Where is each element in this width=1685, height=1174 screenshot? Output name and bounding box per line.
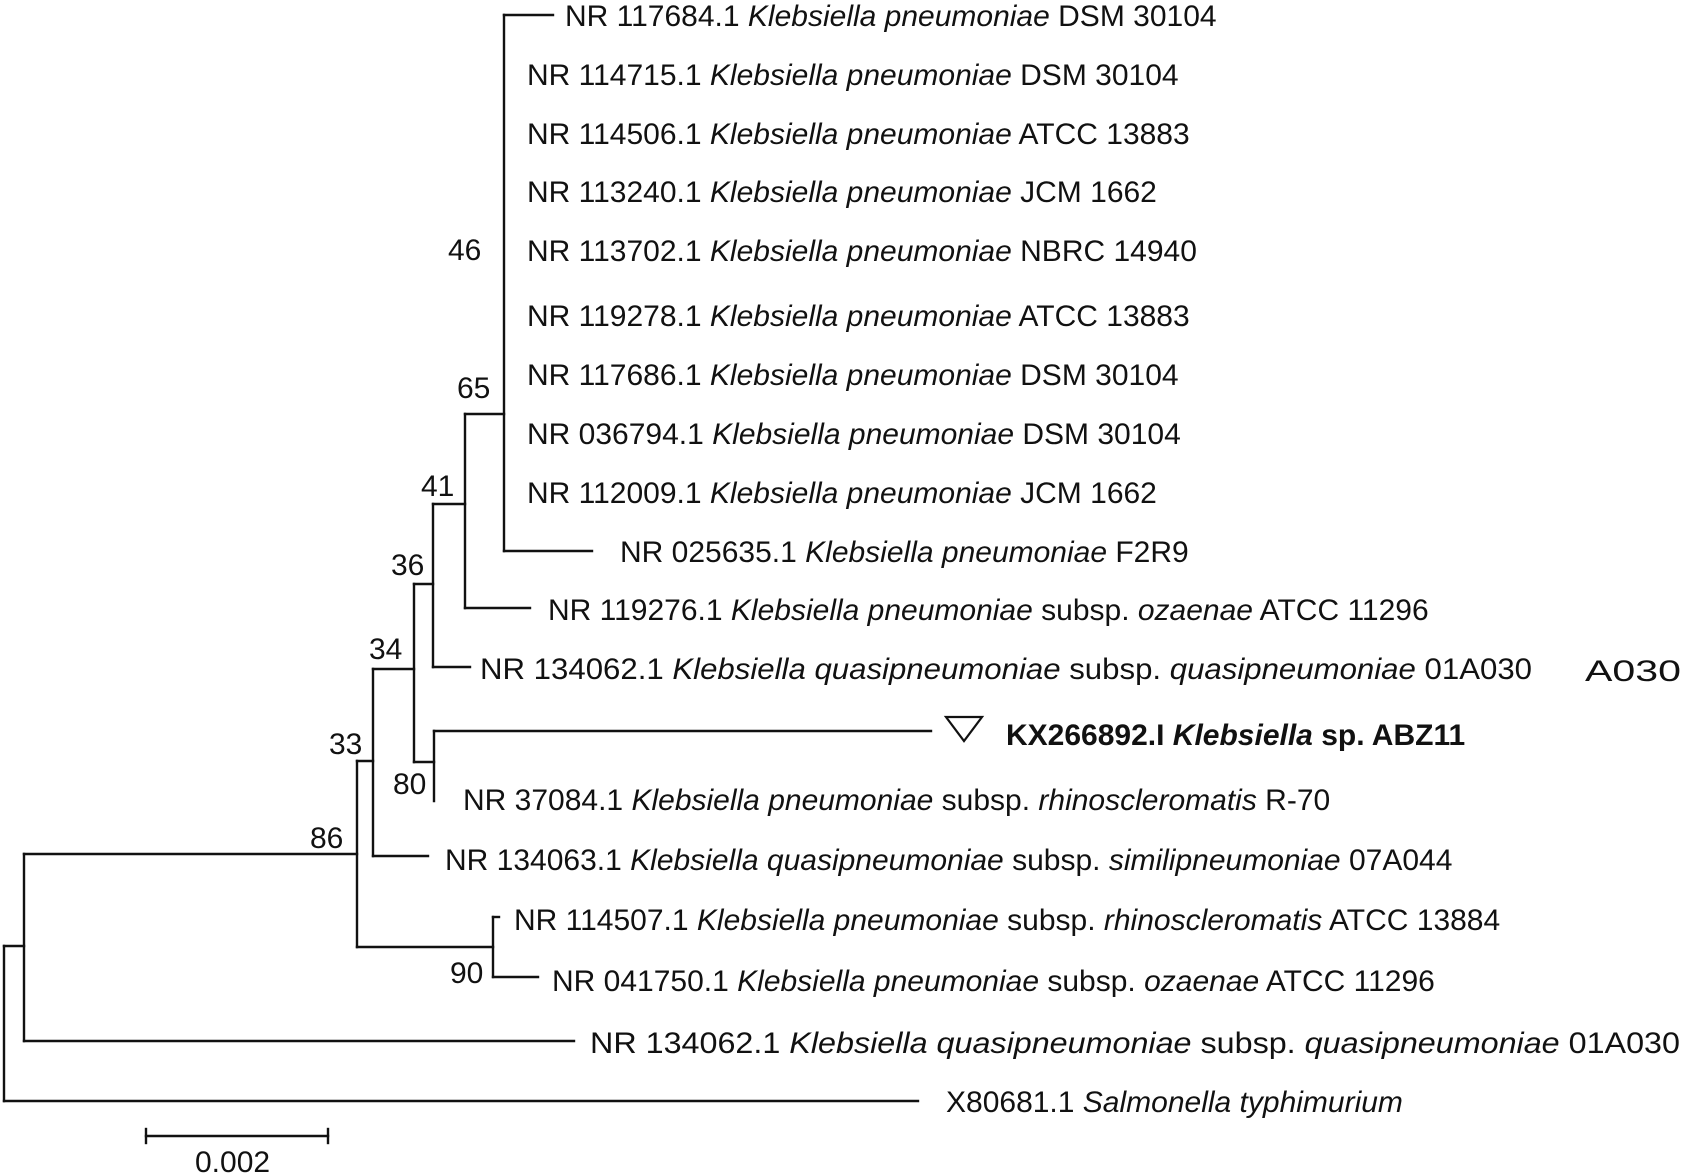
bootstrap-value: 90 [450,957,483,990]
triangle-marker-icon [943,715,985,743]
leaf-label: NR 114506.1 Klebsiella pneumoniae ATCC 1… [527,118,1190,151]
leaf-label: NR 117686.1 Klebsiella pneumoniae DSM 30… [527,359,1179,392]
bootstrap-value: 36 [391,549,424,582]
leaf-label: NR 113702.1 Klebsiella pneumoniae NBRC 1… [527,235,1197,268]
leaf-label: NR 112009.1 Klebsiella pneumoniae JCM 16… [527,477,1157,510]
bootstrap-value: 34 [369,633,402,666]
leaf-label: NR 025635.1 Klebsiella pneumoniae F2R9 [620,536,1189,569]
leaf-label: NR 134063.1 Klebsiella quasipneumoniae s… [445,844,1452,877]
leaf-label-outgroup: X80681.1 Salmonella typhimurium [946,1086,1403,1119]
bootstrap-value: 33 [329,728,362,761]
leaf-label: NR 041750.1 Klebsiella pneumoniae subsp.… [552,965,1435,998]
leaf-label: NR 114507.1 Klebsiella pneumoniae subsp.… [514,904,1500,937]
leaf-label: NR 134062.1 Klebsiella quasipneumoniae s… [590,1027,1680,1060]
scale-bar: 0.002 [144,1127,330,1174]
leaf-label: NR 134062.1 Klebsiella quasipneumoniae s… [480,653,1532,686]
scale-bar-label: 0.002 [195,1146,270,1174]
tree-branches [2,13,933,1103]
overlapping-label-fragment: A030 [1585,655,1681,688]
bootstrap-value: 41 [421,470,454,503]
bootstrap-value: 86 [310,822,343,855]
leaf-label: NR 113240.1 Klebsiella pneumoniae JCM 16… [527,176,1157,209]
leaf-label: NR 036794.1 Klebsiella pneumoniae DSM 30… [527,418,1181,451]
leaf-label: NR 117684.1 Klebsiella pneumoniae DSM 30… [565,0,1217,33]
bootstrap-value: 80 [393,768,426,801]
bootstrap-value: 46 [448,234,481,267]
leaf-label: NR 119278.1 Klebsiella pneumoniae ATCC 1… [527,300,1190,333]
leaf-label: NR 114715.1 Klebsiella pneumoniae DSM 30… [527,59,1179,92]
leaf-labels: NR 117684.1 Klebsiella pneumoniae DSM 30… [445,0,1681,1119]
bootstrap-values: 46 65 41 36 34 33 80 86 90 [310,234,490,990]
leaf-label: NR 37084.1 Klebsiella pneumoniae subsp. … [463,784,1330,817]
leaf-label-query: KX266892.I Klebsiella sp. ABZ11 [1006,719,1465,752]
bootstrap-value: 65 [457,372,490,405]
leaf-label: NR 119276.1 Klebsiella pneumoniae subsp.… [548,594,1429,627]
